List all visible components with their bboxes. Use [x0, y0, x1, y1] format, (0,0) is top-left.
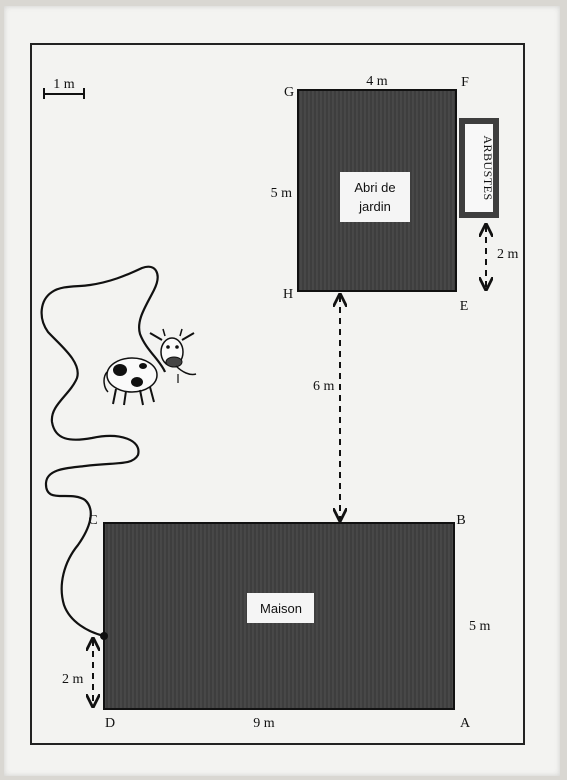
shed-label-box	[340, 172, 410, 222]
shed-label-line2: jardin	[358, 199, 391, 214]
shrubs-label: ARBUSTES	[481, 135, 495, 200]
shrubs-box: ARBUSTES	[459, 118, 499, 218]
scale-bar-label: 1 m	[53, 77, 75, 92]
corner-f-label: F	[461, 75, 469, 90]
house-label-box	[247, 593, 314, 623]
corner-g-label: G	[284, 85, 294, 100]
house-width-label: 9 m	[253, 716, 275, 731]
distance-label: 6 m	[313, 379, 335, 394]
rope-gap-label: 2 m	[62, 672, 84, 687]
shrubs-gap-label: 2 m	[497, 247, 519, 262]
shed-height-label: 5 m	[271, 186, 293, 201]
shed-width-label: 4 m	[366, 74, 388, 89]
corner-b-label: B	[456, 513, 465, 528]
scale-bar: 1 m	[43, 77, 85, 99]
corner-a-label: A	[460, 716, 471, 731]
plan-frame	[30, 43, 525, 745]
rope-path	[40, 265, 167, 638]
corner-e-label: E	[460, 299, 469, 314]
house-height-label: 5 m	[469, 619, 491, 634]
cow-illustration	[103, 328, 197, 406]
corner-d-label: D	[105, 716, 115, 731]
corner-c-label: C	[88, 513, 97, 528]
rope-anchor	[100, 632, 108, 640]
shed-label-line1: Abri de	[354, 180, 395, 195]
corner-h-label: H	[283, 287, 293, 302]
house-label: Maison	[260, 601, 302, 616]
